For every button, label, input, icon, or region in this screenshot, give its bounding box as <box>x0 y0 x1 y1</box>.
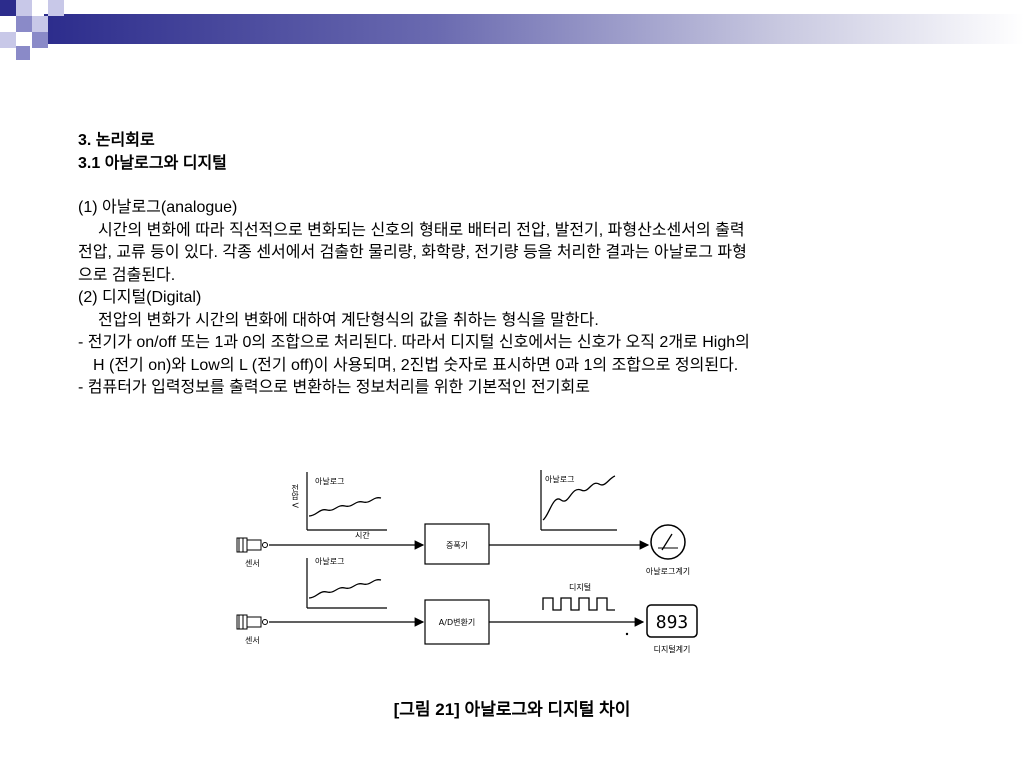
decor-square <box>32 16 48 32</box>
decor-square <box>48 0 64 16</box>
analog-label-bottom: 아날로그 <box>315 556 344 566</box>
main-text: 3. 논리회로 3.1 아날로그와 디지털 (1) 아날로그(analogue)… <box>78 130 998 400</box>
digital-pulse-signal <box>542 597 615 611</box>
analog-output-label: 아날로그 <box>545 474 574 484</box>
digital-meter-label: 디지털계기 <box>654 644 691 654</box>
digital-bullet2: - 컴퓨터가 입력정보를 출력으로 변환하는 정보처리를 위한 기본적인 전기회… <box>78 379 590 396</box>
figure-caption: [그림 21] 아날로그와 디지털 차이 <box>393 700 631 719</box>
section-heading: 3. 논리회로 <box>78 132 155 149</box>
header-gradient-bar <box>44 14 1024 44</box>
amplifier-box <box>424 523 490 565</box>
adc-box <box>424 599 490 645</box>
decor-square <box>0 32 16 48</box>
analog-body-line1: 시간의 변화에 따라 직선적으로 변화되는 신호의 형태로 배터리 전압, 발전… <box>98 221 745 239</box>
analog-body-line2: 전압, 교류 등이 있다. 각종 센서에서 검출한 물리량, 화학량, 전기량 … <box>78 244 747 261</box>
decor-square <box>16 0 32 16</box>
digital-display-value: 893 <box>656 612 689 633</box>
digital-bullet1-line1: - 전기가 on/off 또는 1과 0의 조합으로 처리된다. 따라서 디지털… <box>78 334 750 351</box>
decor-square <box>16 46 30 60</box>
decor-square <box>32 32 48 48</box>
analog-label-top: 아날로그 <box>315 476 344 486</box>
analog-input-graph: 전압 V 아날로그 시간 <box>290 472 387 540</box>
sensor-icon <box>236 614 268 630</box>
digital-label: 디지털 <box>569 582 591 592</box>
subsection-heading: 3.1 아날로그와 디지털 <box>78 154 227 172</box>
sensor-label-top: 센서 <box>245 558 260 568</box>
header-decoration <box>0 0 1024 62</box>
time-label: 시간 <box>355 530 370 540</box>
sensor-icon <box>236 537 268 553</box>
digital-meter-icon <box>646 604 698 638</box>
analog-title: (1) 아날로그(analogue) <box>78 199 238 216</box>
analog-body-line3: 으로 검출된다. <box>78 266 176 284</box>
decor-square <box>16 16 32 32</box>
analog-input-graph-bottom: 아날로그 <box>306 556 387 609</box>
analog-meter-label: 아날로그계기 <box>646 566 690 576</box>
digital-body: 전압의 변화가 시간의 변화에 대하여 계단형식의 값을 취하는 형식을 말한다… <box>98 311 599 329</box>
sensor-label-bottom: 센서 <box>245 635 260 645</box>
voltage-axis-label: 전압 V <box>290 483 299 509</box>
adc-label: A/D변환기 <box>439 617 475 627</box>
dot-mark <box>625 632 629 636</box>
analog-output-graph: 아날로그 <box>540 470 617 531</box>
analog-meter-icon <box>650 524 686 560</box>
digital-bullet1-line2: H (전기 on)와 Low의 L (전기 off)이 사용되며, 2진법 숫자… <box>93 356 739 374</box>
amplifier-label: 증폭기 <box>446 541 468 550</box>
decor-square <box>0 0 16 16</box>
analog-digital-diagram: 전압 V 아날로그 시간 센서 증폭기 아날로그 아날로그계기 아날로그 <box>236 470 698 654</box>
digital-title: (2) 디지털(Digital) <box>78 289 202 306</box>
